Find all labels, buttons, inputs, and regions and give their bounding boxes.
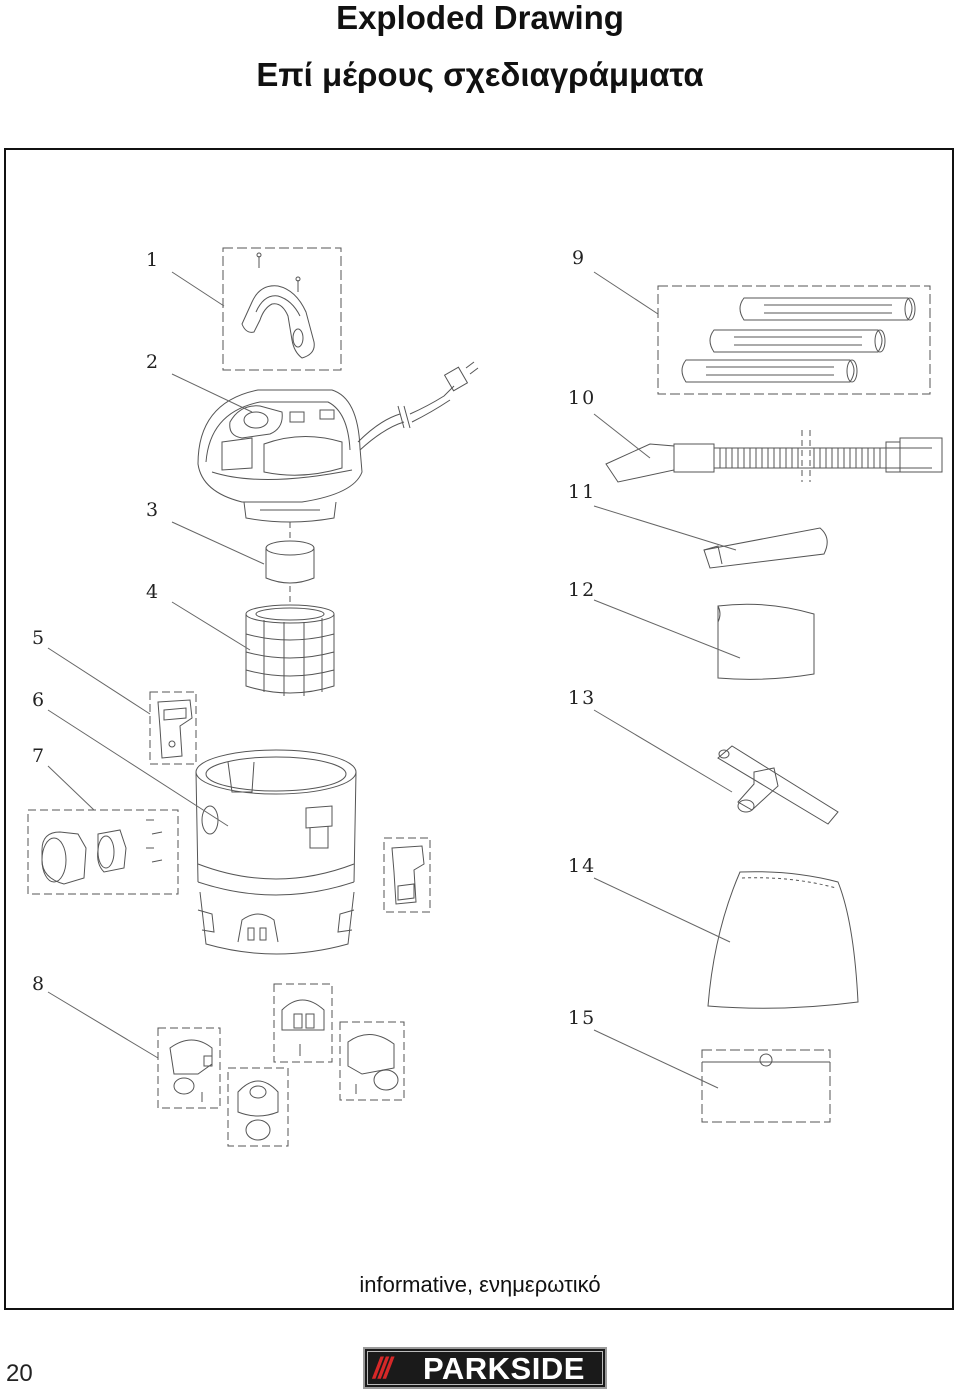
part-blower-connector <box>28 810 178 894</box>
part-handle <box>223 248 341 370</box>
part-motor-head <box>198 362 478 522</box>
page-subtitle: Επί μέρους σχεδιαγράμματα <box>256 56 704 93</box>
exploded-drawing-frame: 1 2 3 4 5 6 7 8 9 10 11 12 13 14 15 <box>4 148 954 1310</box>
logo-slashes-icon: /// <box>373 1352 392 1385</box>
part-filter-sleeve <box>718 604 814 679</box>
part-latch <box>150 692 196 764</box>
part-tank <box>196 750 356 954</box>
part-latch-right <box>384 838 430 912</box>
part-floor-nozzle <box>718 746 838 824</box>
part-number-7: 7 <box>32 745 46 767</box>
part-hose <box>606 430 942 482</box>
part-castors <box>158 984 404 1146</box>
part-number-9: 9 <box>572 247 586 269</box>
part-filter-cage <box>246 605 334 696</box>
part-number-2: 2 <box>146 351 160 373</box>
part-dust-bag <box>708 872 858 1009</box>
part-foam-filter <box>266 522 314 602</box>
exploded-drawing: 1 2 3 4 5 6 7 8 9 10 11 12 13 14 15 <box>6 247 952 1308</box>
parkside-logo: /// PARKSIDE <box>363 1347 607 1389</box>
part-extension-tubes <box>658 286 930 394</box>
page-title: Exploded Drawing <box>336 0 624 36</box>
part-number-12: 12 <box>568 579 596 601</box>
part-number-6: 6 <box>32 689 46 711</box>
leader-lines <box>48 272 740 1088</box>
page-number: 20 <box>6 1360 33 1387</box>
part-number-15: 15 <box>568 1007 596 1029</box>
part-number-4: 4 <box>146 581 160 603</box>
part-number-3: 3 <box>146 499 160 521</box>
part-number-14: 14 <box>568 855 596 877</box>
part-number-11: 11 <box>568 481 596 503</box>
part-number-5: 5 <box>32 627 46 649</box>
footnote-caption: informative, ενημερωτικό <box>359 1272 601 1297</box>
part-number-1: 1 <box>146 249 160 271</box>
part-crevice-nozzle <box>704 528 827 568</box>
logo-wordmark: PARKSIDE <box>423 1351 585 1386</box>
part-number-13: 13 <box>568 687 596 709</box>
part-number-10: 10 <box>568 387 596 409</box>
part-number-8: 8 <box>32 973 46 995</box>
part-paper-bag <box>702 1050 830 1122</box>
part-numbers: 1 2 3 4 5 6 7 8 9 10 11 12 13 14 15 <box>32 247 596 1029</box>
